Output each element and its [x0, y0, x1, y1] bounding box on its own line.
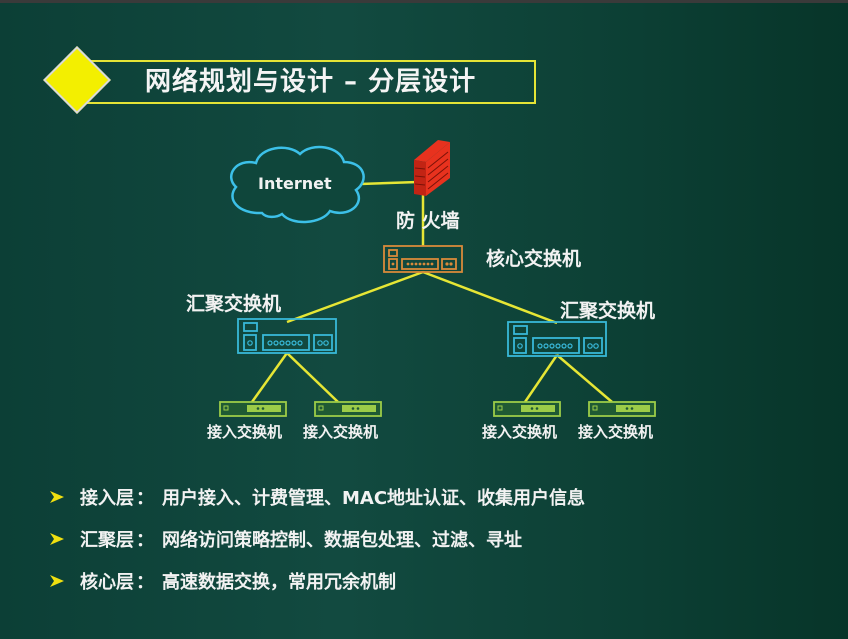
access-switch-4-icon — [588, 401, 656, 417]
bullet-label: 汇聚层 — [80, 530, 134, 551]
window-top-edge — [0, 0, 848, 3]
bullet-separator: ： — [136, 530, 154, 551]
access-switch-3-label: 接入交换机 — [482, 423, 558, 441]
list-item-core-layer: 核心层 ： 高速数据交换，常用冗余机制 — [48, 560, 585, 602]
bullet-label: 核心层 — [80, 572, 134, 593]
arrow-bullet-icon — [50, 533, 64, 545]
access-switch-2-icon — [314, 401, 382, 417]
arrow-bullet-icon — [50, 491, 64, 503]
bullet-text: 用户接入、计费管理、MAC地址认证、收集用户信息 — [162, 488, 586, 509]
firewall-label: 防 火墙 — [396, 210, 460, 232]
bullet-text: 高速数据交换，常用冗余机制 — [162, 572, 396, 593]
access-switch-1-label: 接入交换机 — [207, 423, 283, 441]
bullet-separator: ： — [136, 488, 154, 509]
core-switch-icon — [383, 245, 463, 273]
layer-description-list: 接入层 ： 用户接入、计费管理、MAC地址认证、收集用户信息 汇聚层 ： 网络访… — [48, 476, 585, 602]
core-switch-label: 核心交换机 — [486, 248, 582, 270]
internet-label: Internet — [258, 174, 332, 193]
access-switch-4-label: 接入交换机 — [578, 423, 654, 441]
internet-cloud-icon — [230, 145, 365, 224]
bullet-text: 网络访问策略控制、数据包处理、过滤、寻址 — [162, 530, 522, 551]
arrow-bullet-icon — [50, 575, 64, 587]
access-switch-3-icon — [493, 401, 561, 417]
access-switch-2-label: 接入交换机 — [303, 423, 379, 441]
slide-title: 网络规划与设计 – 分层设计 — [145, 67, 477, 97]
list-item-access-layer: 接入层 ： 用户接入、计费管理、MAC地址认证、收集用户信息 — [48, 476, 585, 518]
aggregation-switch-right-label: 汇聚交换机 — [560, 300, 656, 322]
aggregation-switch-right-icon — [507, 321, 607, 357]
network-links — [250, 180, 613, 403]
bullet-separator: ： — [136, 572, 154, 593]
aggregation-switch-left-label: 汇聚交换机 — [186, 293, 282, 315]
access-switch-1-icon — [219, 401, 287, 417]
aggregation-switch-left-icon — [237, 318, 337, 354]
bullet-label: 接入层 — [80, 488, 134, 509]
list-item-aggregation-layer: 汇聚层 ： 网络访问策略控制、数据包处理、过滤、寻址 — [48, 518, 585, 560]
firewall-icon — [414, 140, 450, 196]
